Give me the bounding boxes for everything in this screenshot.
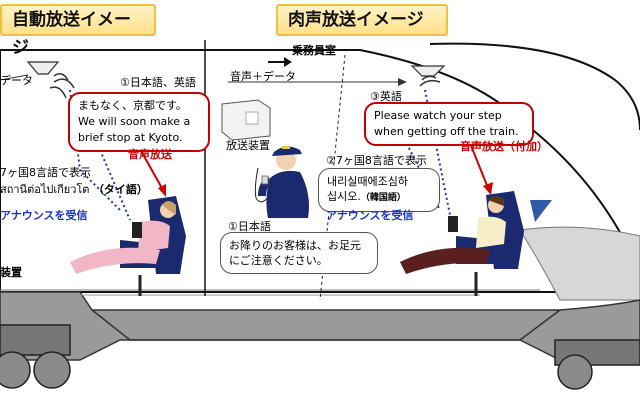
left-audio-label: 音声放送 [128,148,172,161]
left-speaker [0,61,75,99]
japanese-line-1: お降りのお客様は、お足元 [229,239,361,252]
right-passenger [400,191,524,296]
left-bubble-line-2: We will soon make a [78,115,191,128]
broadcast-device [221,99,271,141]
korean-bubble: 내리실때에조심하 십시오.（韓国語） [318,168,440,212]
right-section-header: 肉声放送イメージ [276,4,448,36]
left-device-label: 装置 [0,266,22,279]
bogie-left [0,324,71,389]
right-audio-text: 音声放送 [460,140,504,153]
right-english-line-1: Please watch your step [374,109,502,122]
right-display-title: ②7ヶ国8言語で表示 [326,154,427,167]
right-english-bubble: Please watch your step when getting off … [364,102,534,146]
left-section-header: 自動放送イメージ [0,4,156,58]
broadcast-device-label: 放送装置 [226,139,270,152]
bogie-right [554,339,640,390]
left-bubble-title: ①日本語、英語 [120,76,196,89]
left-bubble-line-3: brief stop at Kyoto. [78,131,183,144]
right-audio-label: 音声放送（付加） [460,138,548,154]
korean-line-1: 내리실때에조심하 [327,175,408,188]
left-bubble-line-1: まもなく、京都です。 [78,99,187,112]
thai-text: สถานีต่อไปเกียวโต [0,183,90,196]
train-window [530,200,552,222]
conductor-figure [254,146,309,218]
voice-data-label: 音声＋データ [230,70,296,83]
left-receive-label: アナウンスを受信 [0,209,88,222]
train-nose-top [429,42,640,131]
thai-tag: （タイ語） [92,183,148,196]
right-audio-tag: （付加） [504,140,548,153]
crew-room-label: 乗務員室 [292,44,336,57]
train-underbody [0,291,640,361]
left-display-title: 7ヶ国8言語で表示 [0,166,91,179]
japanese-title: ①日本語 [228,220,271,233]
right-speaker [410,65,446,87]
left-announcement-bubble: まもなく、京都です。 We will soon make a brief sto… [68,92,210,152]
right-receive-label: アナウンスを受信 [326,209,414,222]
left-thai-row: สถานีต่อไปเกียวโต （タイ語） [0,180,148,198]
english-label: ③英語 [370,90,402,103]
left-speaker-label: データ [0,74,33,87]
japanese-line-2: にご注意ください。 [229,254,328,267]
korean-line-2: 십시오.（韓国語） [327,190,406,203]
right-english-line-2: when getting off the train. [374,125,519,138]
japanese-bubble: お降りのお客様は、お足元 にご注意ください。 [220,232,378,274]
left-passenger [70,196,186,296]
